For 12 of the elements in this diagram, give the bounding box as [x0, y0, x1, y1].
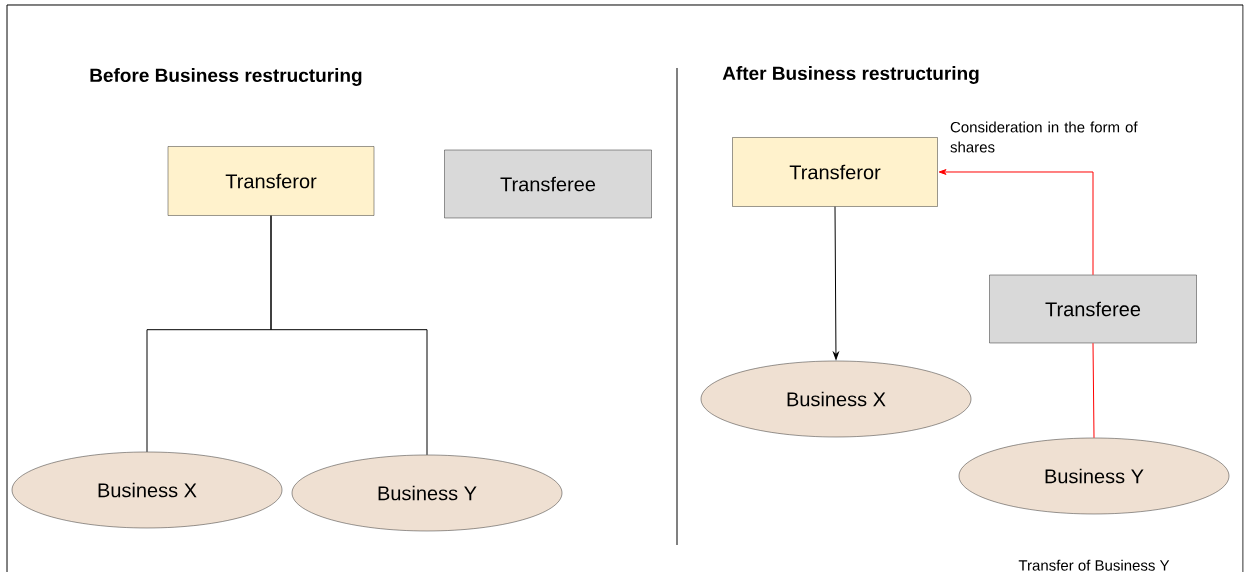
heading: Before Business restructuring — [90, 68, 362, 86]
entity-box: Transferee — [989, 274, 1197, 344]
connector — [1092, 342, 1095, 439]
connector — [833, 206, 839, 360]
entity-box: Transferor — [732, 137, 938, 207]
caption-text: Transfer of Business Y — [1018, 559, 1170, 571]
connector — [270, 215, 428, 456]
heading: After Business restructuring — [722, 66, 979, 84]
entity-box: Transferor — [167, 146, 375, 216]
entity-box: Transferee — [444, 149, 652, 219]
edge-label: Consideration in the form of shares — [950, 121, 1138, 153]
connector — [938, 169, 1094, 276]
